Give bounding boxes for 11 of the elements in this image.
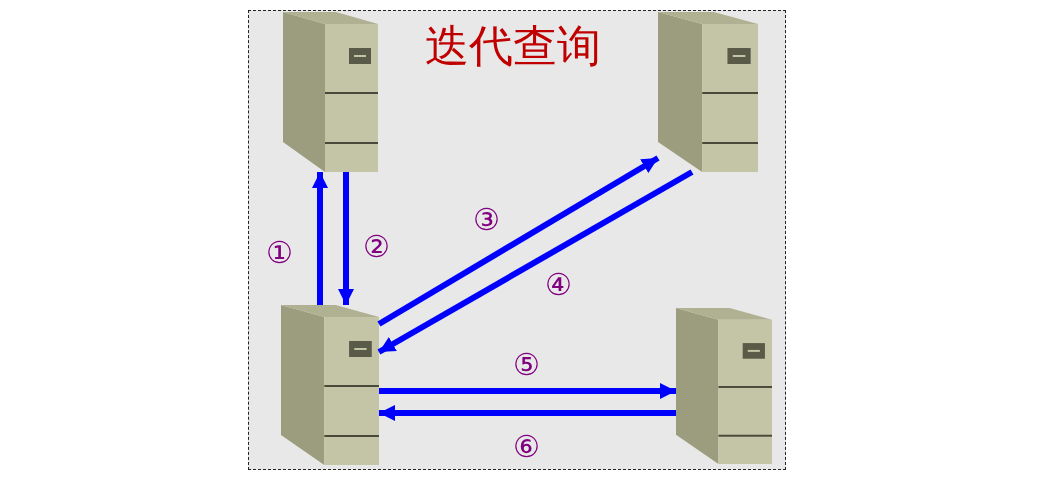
arrow [377,155,660,327]
server-drawing [658,12,758,172]
arrow [379,383,676,399]
arrow [377,169,694,355]
arrow [338,172,354,305]
server-drawing [283,12,378,172]
arrow [379,405,676,421]
server-drawing [676,308,772,464]
server-drawing [281,305,379,465]
title: 迭代查询 [425,20,601,72]
arrow [312,172,328,305]
